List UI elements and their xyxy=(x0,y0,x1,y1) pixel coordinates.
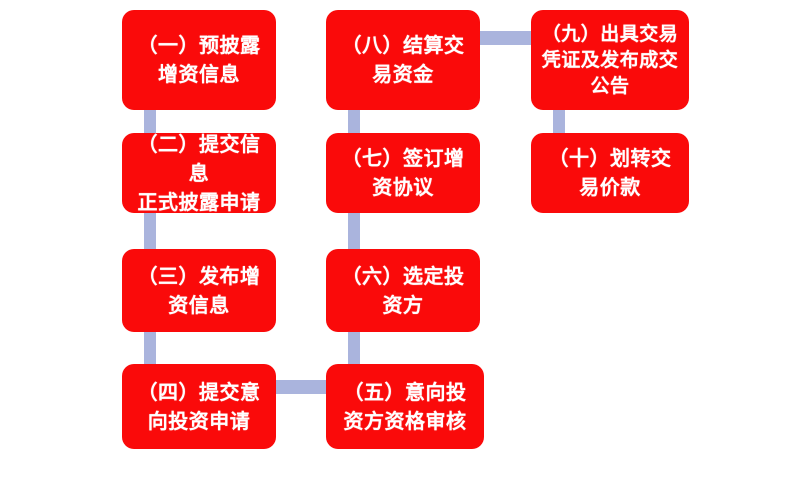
flow-node-step-10-label: （十）划转交 易价款 xyxy=(548,146,672,199)
connector-step2-step3 xyxy=(144,210,156,252)
flow-node-step-5[interactable]: （五）意向投 资方资格审核 xyxy=(326,364,484,449)
flow-node-step-4-label: （四）提交意 向投资申请 xyxy=(137,379,261,433)
connector-step8-step9 xyxy=(473,31,537,45)
flow-node-step-8[interactable]: （八）结算交 易资金 xyxy=(326,10,480,110)
connector-step4-step5 xyxy=(268,380,332,394)
flow-node-step-10[interactable]: （十）划转交 易价款 xyxy=(531,133,689,213)
connector-step1-step2 xyxy=(144,106,156,136)
flow-node-step-9[interactable]: （九）出具交易 凭证及发布成交 公告 xyxy=(531,10,689,110)
connector-step3-step4 xyxy=(144,329,156,367)
flow-node-step-3[interactable]: （三）发布增 资信息 xyxy=(122,249,276,332)
connector-step9-step10 xyxy=(553,106,565,136)
flow-node-step-5-label: （五）意向投 资方资格审核 xyxy=(343,379,467,433)
flow-node-step-7-label: （七）签订增 资协议 xyxy=(341,146,465,199)
flow-node-step-1-label: （一）预披露 增资信息 xyxy=(137,33,261,86)
flow-node-step-4[interactable]: （四）提交意 向投资申请 xyxy=(122,364,276,449)
flow-node-step-7[interactable]: （七）签订增 资协议 xyxy=(326,133,480,213)
connector-step5-step6 xyxy=(348,329,360,367)
flow-node-step-2-label: （二）提交信息 正式披露申请 xyxy=(137,131,261,214)
flow-node-step-6-label: （六）选定投 资方 xyxy=(341,263,465,317)
flow-node-step-3-label: （三）发布增 资信息 xyxy=(137,263,261,317)
connector-step7-step8 xyxy=(348,106,360,136)
flow-node-step-2[interactable]: （二）提交信息 正式披露申请 xyxy=(122,132,276,214)
connector-step6-step7 xyxy=(348,210,360,252)
flow-node-step-9-label: （九）出具交易 凭证及发布成交 公告 xyxy=(541,22,679,98)
flow-node-step-1[interactable]: （一）预披露 增资信息 xyxy=(122,10,276,110)
flow-node-step-8-label: （八）结算交 易资金 xyxy=(341,33,465,86)
flow-node-step-6[interactable]: （六）选定投 资方 xyxy=(326,249,480,332)
